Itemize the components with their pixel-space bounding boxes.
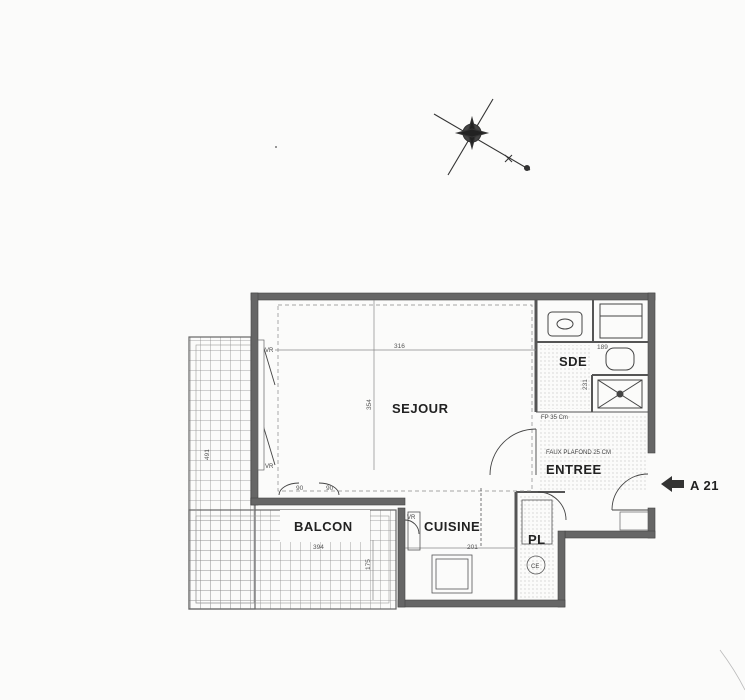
dim-sejour-depth: 354 bbox=[366, 399, 373, 410]
label-pl: PL bbox=[528, 532, 546, 547]
dim-balcon-depth: 491 bbox=[204, 449, 211, 460]
dim-cuisine-width: 201 bbox=[467, 544, 478, 551]
note-vr-3: VR bbox=[407, 515, 416, 521]
note-faux-plafond-25: FAUX PLAFOND 25 CM bbox=[546, 450, 611, 456]
dim-balcon-width: 394 bbox=[313, 544, 324, 551]
note-faux-plafond-35: FP 35 Cm bbox=[541, 415, 568, 421]
note-vr-2: VR bbox=[265, 464, 274, 470]
balcony bbox=[188, 336, 397, 610]
doors bbox=[262, 344, 649, 535]
label-balcon: BALCON bbox=[294, 519, 353, 534]
entrance-arrow-icon bbox=[661, 476, 684, 492]
dim-sejour-width: 316 bbox=[394, 343, 405, 350]
paper-edge bbox=[719, 649, 745, 691]
dim-balcon-small: 175 bbox=[365, 559, 372, 570]
exterior-walls bbox=[250, 292, 656, 608]
label-sde: SDE bbox=[559, 354, 587, 369]
pl-floor bbox=[520, 495, 556, 599]
label-cuisine: CUISINE bbox=[424, 519, 480, 534]
note-vr-1: VR bbox=[265, 348, 274, 354]
dim-window-2: 90 bbox=[326, 485, 334, 492]
note-ce: CE bbox=[531, 564, 539, 570]
entree-floor bbox=[540, 415, 646, 490]
speck bbox=[275, 146, 277, 148]
label-sejour: SEJOUR bbox=[392, 401, 449, 416]
dim-sde-depth: 231 bbox=[582, 379, 589, 390]
kitchen-fixtures bbox=[407, 488, 553, 594]
entrance-label: A 21 bbox=[690, 478, 719, 493]
dimension-lines bbox=[275, 300, 536, 600]
bathroom-fixtures bbox=[547, 303, 643, 409]
interior-walls bbox=[514, 300, 648, 600]
compass-icon bbox=[433, 98, 531, 176]
sde-floor bbox=[540, 345, 590, 409]
label-entree: ENTREE bbox=[546, 462, 602, 477]
dim-sde-width: 189 bbox=[597, 344, 608, 351]
windows bbox=[257, 339, 649, 531]
dim-window-1: 90 bbox=[296, 485, 304, 492]
